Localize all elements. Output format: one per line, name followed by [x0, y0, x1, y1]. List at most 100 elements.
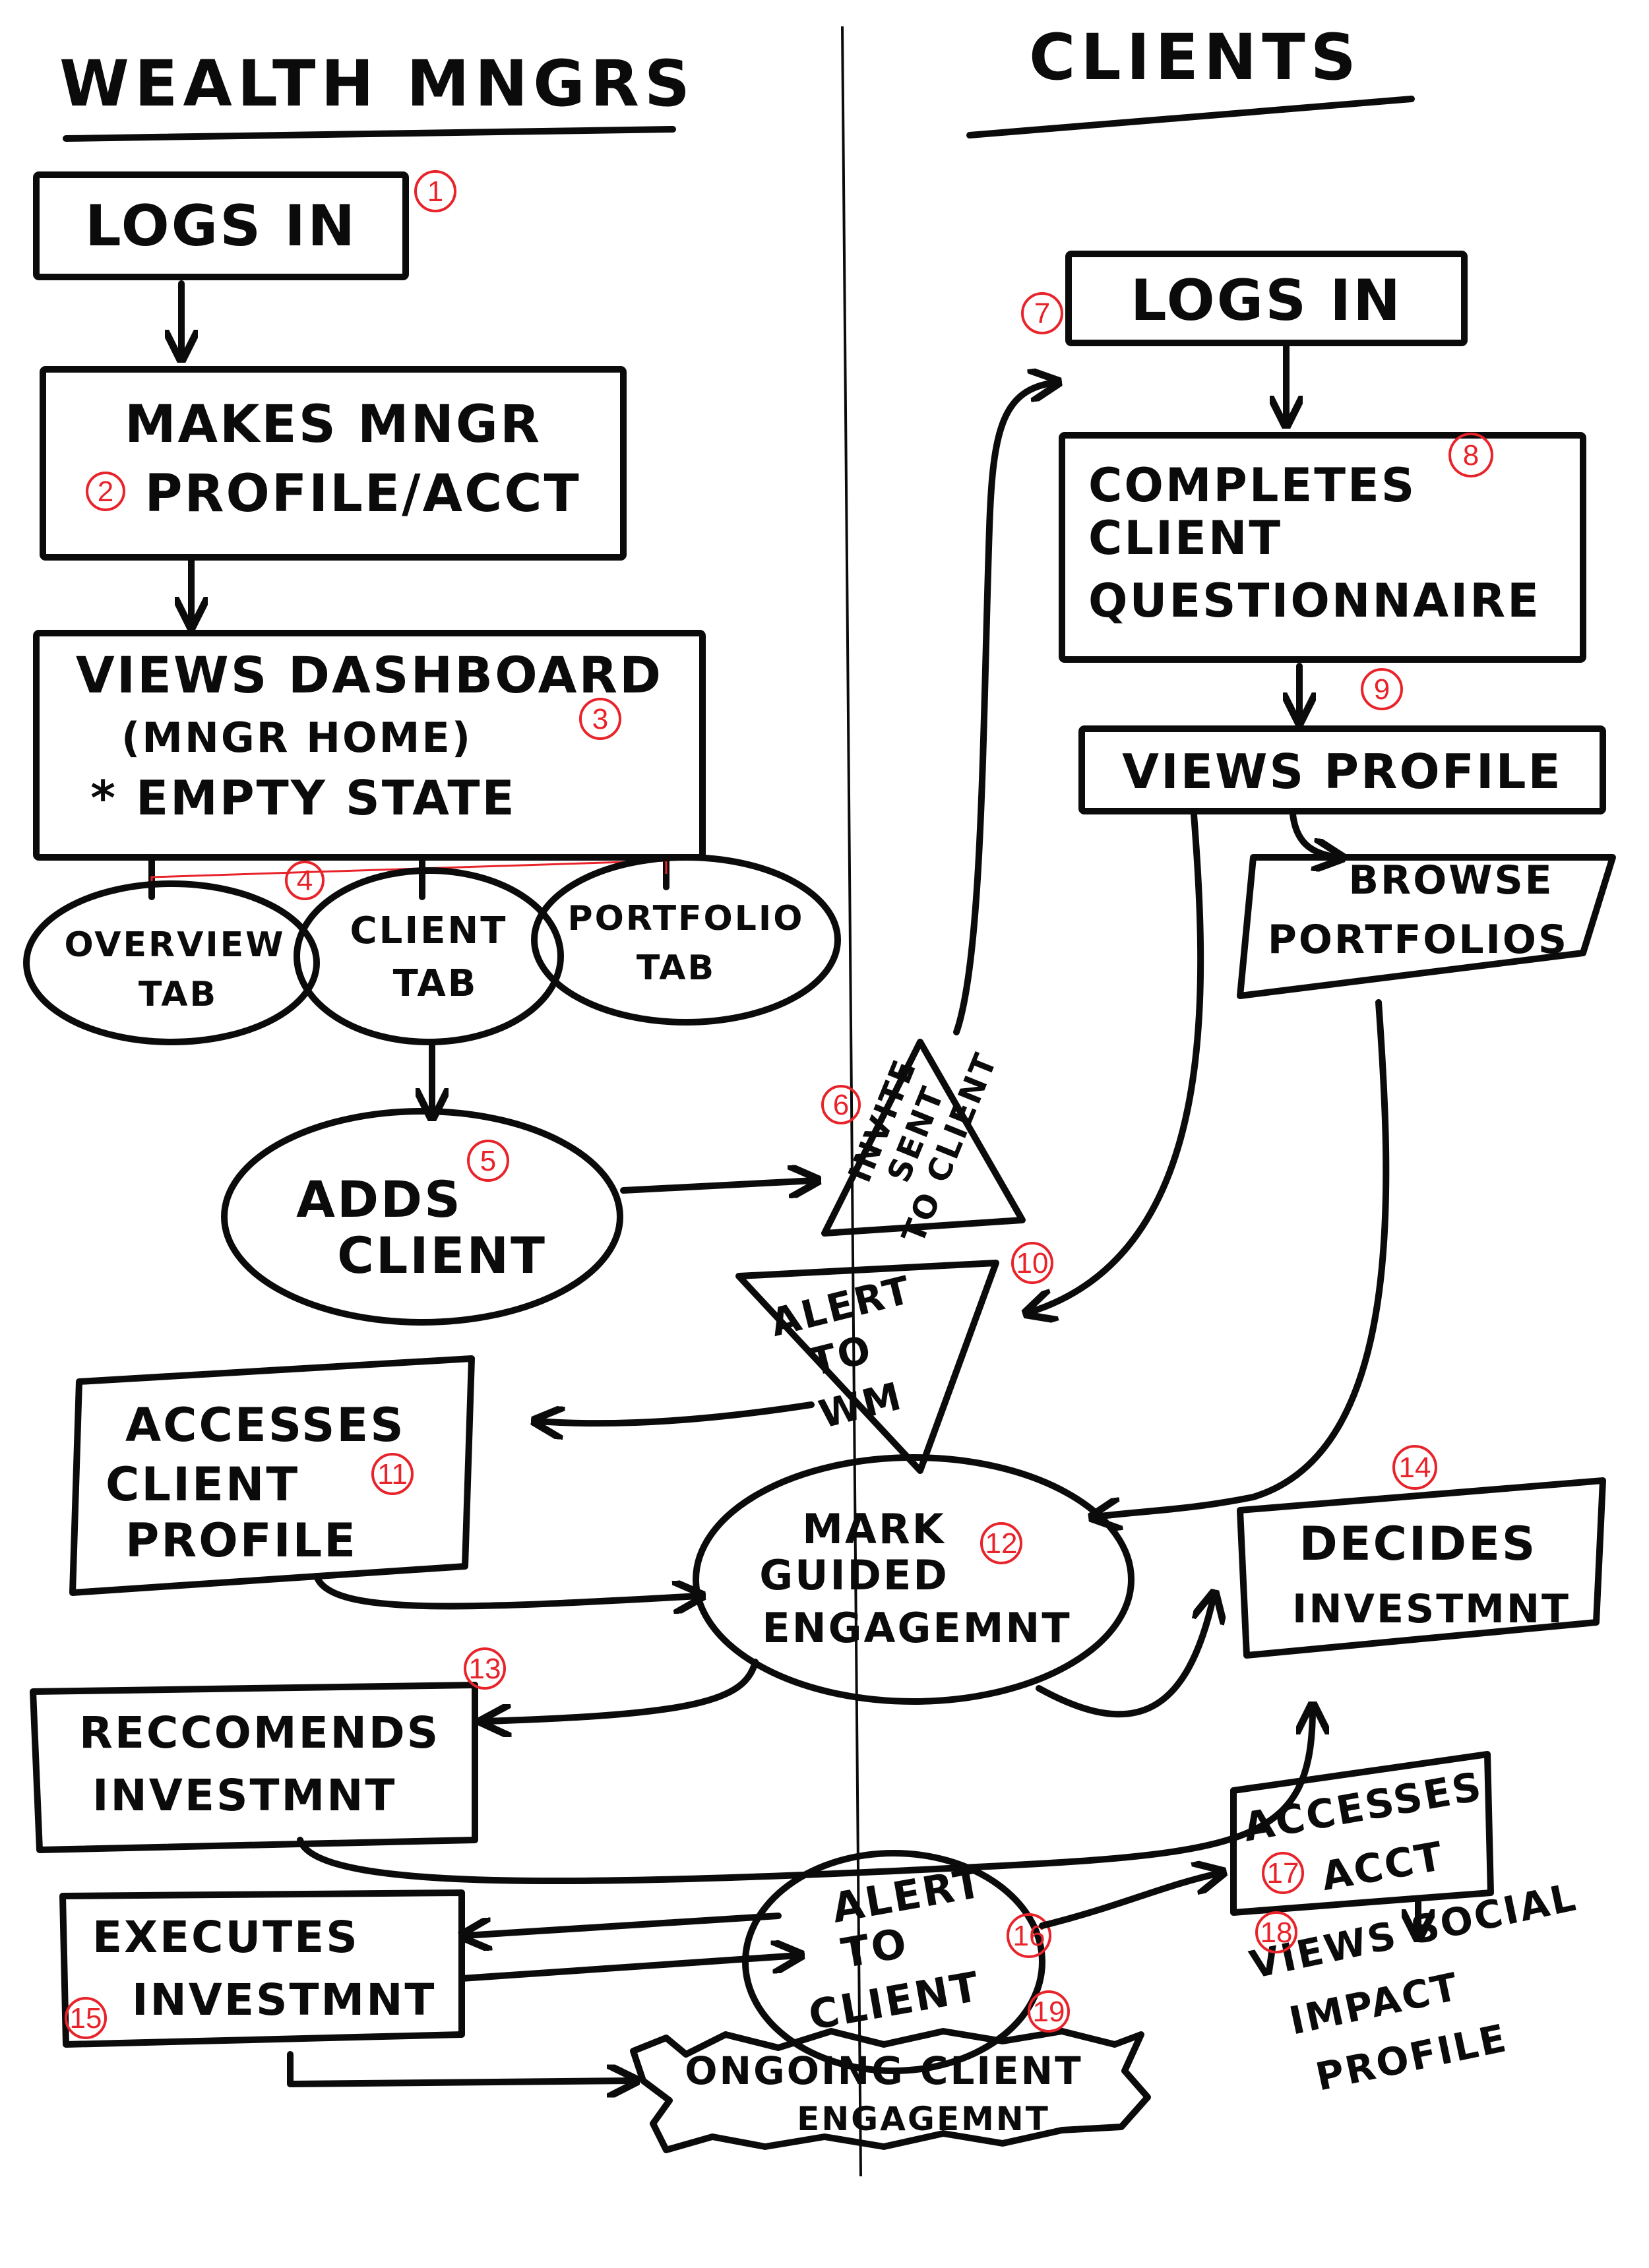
step-number-14: 14	[1399, 1452, 1431, 1484]
step-number-3: 3	[592, 703, 608, 735]
node-label: TAB	[637, 948, 716, 988]
node-invite-sent: INVITE SENT TO CLIENT	[821, 1039, 1026, 1248]
step-number-1: 1	[427, 175, 443, 208]
arrow-alert-client-to-accesses-acct	[1039, 1873, 1220, 1929]
node-label: TAB	[393, 962, 478, 1005]
arrow-browse-to-mark-guided	[1095, 999, 1390, 1517]
step-badge-15	[65, 1997, 107, 2039]
node-label: MAKES MNGR	[125, 395, 542, 454]
node-executes-investment: EXECUTES INVESTMNT	[59, 1889, 465, 2048]
node-label: WM	[815, 1373, 907, 1437]
node-label: ACCESSES	[1240, 1763, 1487, 1851]
arrow-views-profile-to-alert-wm	[1029, 811, 1204, 1312]
node-recommends-investment: RECCOMENDS INVESTMNT	[30, 1682, 478, 1853]
node-portfolio-tab: PORTFOLIO TAB	[531, 854, 841, 1026]
node-label: PORTFOLIO	[568, 899, 805, 938]
step-number-19: 19	[1033, 1996, 1065, 2028]
node-label: INVESTMNT	[1292, 1586, 1571, 1632]
node-label: INVESTMNT	[92, 1770, 396, 1821]
node-label: LOGS IN	[1131, 268, 1402, 334]
node-client-tab: CLIENT TAB	[294, 867, 564, 1045]
step-number-9: 9	[1374, 673, 1390, 706]
node-label: ACCT	[1318, 1833, 1448, 1900]
step-badge-8	[1448, 433, 1493, 477]
step-badge-17	[1262, 1852, 1304, 1894]
step-number-18: 18	[1260, 1916, 1293, 1949]
node-label: VIEWS PROFILE	[1122, 744, 1563, 799]
node-label: INVESTMNT	[132, 1975, 436, 2025]
arrow-alert-wm-to-accesses-profile	[538, 1401, 815, 1423]
node-label: BROWSE	[1348, 857, 1553, 904]
node-label: TO	[838, 1918, 912, 1977]
arrow-accesses-profile-to-mark-guided	[313, 1573, 699, 1606]
step-badge-5	[467, 1140, 509, 1182]
node-label: TAB	[139, 975, 218, 1014]
step-badge-14	[1392, 1445, 1437, 1490]
step-number-2: 2	[98, 475, 113, 508]
step-badge-16	[1007, 1913, 1051, 1958]
arrow-alert-client-to-executes	[465, 1913, 782, 1936]
step-badge-7	[1021, 292, 1063, 334]
node-accesses-client-profile: ACCESSES CLIENT PROFILE	[69, 1355, 475, 1596]
step-badge-12	[980, 1522, 1022, 1564]
step-badge-3	[579, 698, 621, 740]
heading-right-underline	[966, 96, 1415, 138]
node-label: CLIENT	[1088, 511, 1282, 565]
arrow-executes-to-ongoing	[287, 2051, 633, 2084]
node-adds-client: ADDS CLIENT	[221, 1108, 623, 1326]
node-label: COMPLETES	[1088, 458, 1416, 512]
heading-left-underline	[63, 126, 676, 142]
node-label: EXECUTES	[92, 1912, 359, 1963]
node-label: CLIENT	[337, 1226, 547, 1285]
node-wm-logs-in: LOGS IN	[33, 171, 409, 280]
step-number-8: 8	[1463, 439, 1479, 472]
wm-login-label: LOGS IN	[85, 193, 357, 259]
step-number-5: 5	[480, 1145, 496, 1177]
node-label: MARK	[802, 1505, 945, 1553]
node-label: CLIENT	[350, 909, 508, 952]
heading-wealth-managers: WEALTH MNGRS	[59, 47, 695, 121]
step-number-10: 10	[1016, 1247, 1049, 1279]
node-label: PORTFOLIOS	[1268, 917, 1569, 963]
step-number-15: 15	[70, 2002, 102, 2035]
node-label: RECCOMENDS	[79, 1707, 440, 1758]
node-label: OVERVIEW	[64, 925, 285, 965]
heading-clients: CLIENTS	[1029, 20, 1361, 94]
node-client-logs-in: LOGS IN	[1065, 251, 1468, 346]
node-label: PROFILE	[125, 1514, 358, 1568]
step-badge-2	[86, 472, 125, 511]
node-label: LOGS IN	[85, 193, 357, 259]
node-label: * EMPTY STATE	[90, 770, 516, 826]
node-label: ADDS	[296, 1170, 462, 1229]
node-browse-portfolios: BROWSE PORTFOLIOS	[1237, 854, 1616, 999]
node-label: QUESTIONNAIRE	[1088, 574, 1541, 628]
step-number-4: 4	[297, 865, 313, 897]
node-makes-manager-profile: MAKES MNGR PROFILE/ACCT	[40, 366, 627, 561]
swimlane-divider	[841, 26, 862, 2177]
node-views-profile: VIEWS PROFILE	[1078, 725, 1606, 814]
arrow-mark-guided-to-recommends	[485, 1659, 759, 1721]
step-badge-1	[414, 170, 456, 212]
node-label: DECIDES	[1299, 1517, 1538, 1571]
step-badge-4	[285, 861, 325, 900]
step-number-17: 17	[1267, 1857, 1299, 1889]
node-alert-to-wm: ALERT TO WM	[735, 1260, 999, 1474]
node-label: ENGAGEMNT	[797, 2100, 1050, 2138]
arrow-executes-to-alert-client	[458, 1955, 798, 1982]
node-completes-questionnaire: COMPLETES CLIENT QUESTIONNAIRE	[1059, 432, 1586, 663]
node-views-dashboard: VIEWS DASHBOARD (MNGR HOME) * EMPTY STAT…	[33, 630, 706, 861]
node-label: ENGAGEMNT	[762, 1604, 1071, 1652]
step-badge-10	[1011, 1242, 1053, 1284]
step-number-7: 7	[1034, 297, 1050, 330]
step-badge-19	[1028, 1990, 1070, 2033]
node-mark-guided-engagement: MARK GUIDED ENGAGEMNT	[693, 1454, 1135, 1705]
arrow-recommends-to-decides	[297, 1708, 1313, 1885]
node-label: CLIENT	[106, 1457, 299, 1512]
step-badge-9	[1361, 668, 1403, 710]
node-ongoing-client-engagement: ONGOING CLIENT ENGAGEMNT	[630, 2028, 1151, 2153]
node-decides-investment: DECIDES INVESTMNT	[1237, 1477, 1606, 1659]
node-label: GUIDED	[759, 1551, 949, 1599]
step-badge-11	[371, 1453, 414, 1495]
step-number-13: 13	[469, 1653, 501, 1685]
